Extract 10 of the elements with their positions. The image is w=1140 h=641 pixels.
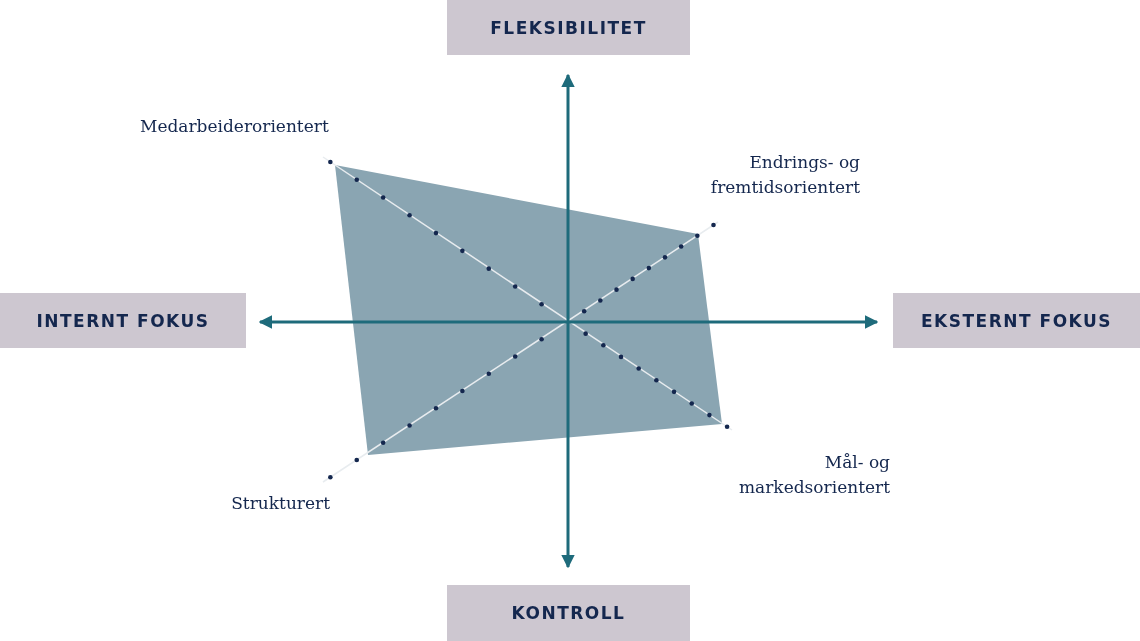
quadrant-label: Medarbeiderorientert: [140, 115, 330, 138]
quadrant-label: Endrings- og fremtidsorientert: [709, 151, 860, 199]
quadrant-label: Strukturert: [230, 492, 330, 515]
axis-label-box: EKSTERNT FOKUS: [893, 293, 1140, 348]
double-arrow: [258, 315, 879, 329]
quadrant-label: Mål- og markedsorientert: [738, 451, 890, 499]
axis-label-box: FLEKSIBILITET: [447, 0, 690, 55]
double-arrow: [561, 73, 575, 569]
axis-label-box: KONTROLL: [447, 585, 690, 641]
axis-label-box: INTERNT FOKUS: [0, 293, 246, 348]
